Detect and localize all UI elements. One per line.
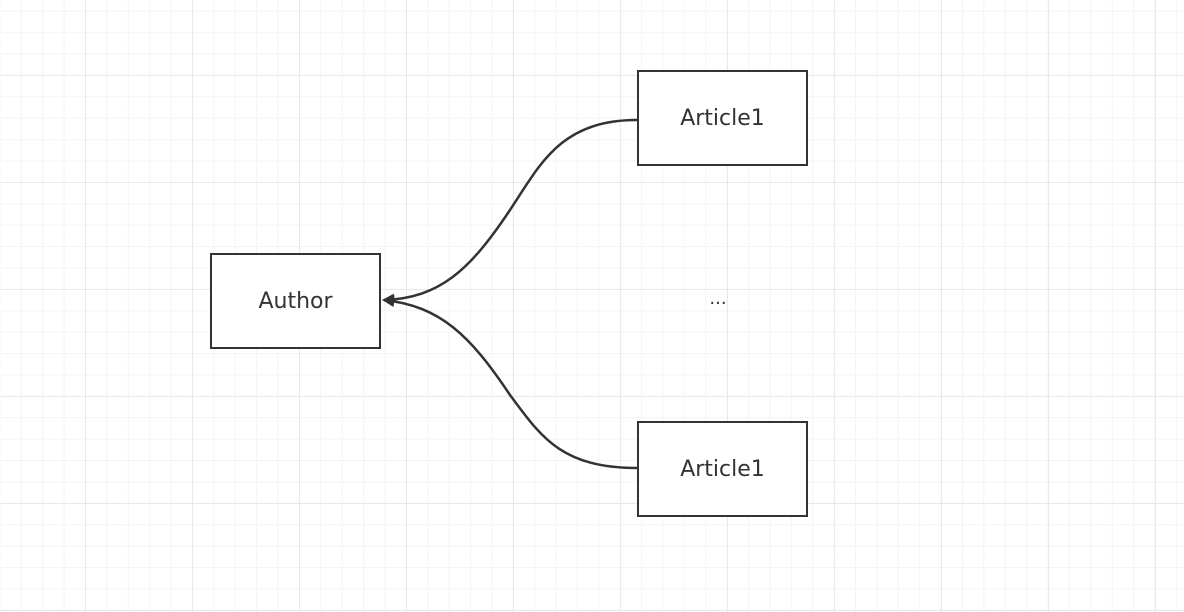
- article-node-bottom-label: Article1: [680, 456, 765, 482]
- article-node-top-label: Article1: [680, 105, 765, 131]
- edge-article-bottom-to-author[interactable]: [382, 295, 638, 470]
- author-node[interactable]: Author: [210, 253, 381, 349]
- article-node-bottom[interactable]: Article1: [637, 421, 808, 517]
- author-node-label: Author: [258, 288, 333, 314]
- ellipsis-text: ...: [709, 288, 727, 309]
- edge-article-top-to-author[interactable]: [382, 118, 638, 306]
- article-node-top[interactable]: Article1: [637, 70, 808, 166]
